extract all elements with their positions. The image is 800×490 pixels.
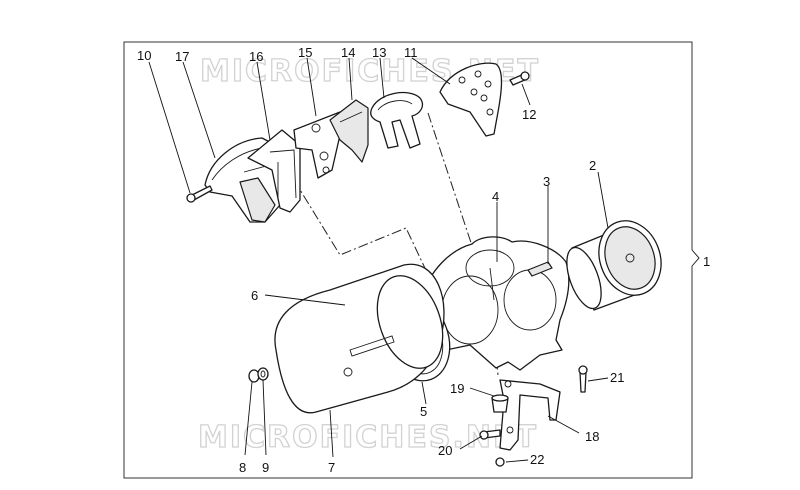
nut-part-22 [495,457,505,467]
screw-part-21 [578,365,588,393]
callout-5: 5 [420,404,427,419]
screw-part-20 [479,429,501,440]
callout-3: 3 [543,174,550,189]
callout-10: 10 [137,48,151,63]
callout-labels: 1 2 3 4 5 6 7 8 9 10 11 12 13 14 15 16 1… [137,45,710,475]
lower-bracket-part-18 [499,379,561,451]
bracket-part-11 [439,62,503,137]
stud-part-3 [527,261,553,277]
sleeve-part-14 [329,99,369,163]
callout-18: 18 [585,429,599,444]
callout-1: 1 [703,254,710,269]
cylinder-housing-part-7 [274,263,445,414]
callout-16: 16 [249,49,263,64]
gasket-part-13 [370,91,424,149]
watermark-top: MICROFICHES.NET [200,54,540,89]
bushing-part-19 [491,394,509,413]
callout-13: 13 [372,45,386,60]
callout-17: 17 [175,49,189,64]
assembly-line-left [293,179,441,301]
callout-9: 9 [262,460,269,475]
assembly-bracket [691,249,700,267]
callout-22: 22 [530,452,544,467]
housing-part-16 [247,129,302,213]
callout-14: 14 [341,45,355,60]
washer-part-9 [257,367,269,381]
screw-part-12 [509,71,530,86]
callout-8: 8 [239,460,246,475]
callout-4: 4 [492,189,499,204]
callout-15: 15 [298,45,312,60]
callout-7: 7 [328,460,335,475]
callout-2: 2 [589,158,596,173]
callout-12: 12 [522,107,536,122]
callout-19: 19 [450,381,464,396]
nut-part-8 [248,369,260,383]
leader-lines [148,57,609,463]
diagram-frame [123,41,693,479]
gauge-part-2 [566,220,662,311]
callout-11: 11 [404,45,418,60]
callout-21: 21 [610,370,624,385]
callout-20: 20 [438,443,452,458]
screw-part-10 [186,185,213,203]
callout-6: 6 [251,288,258,303]
